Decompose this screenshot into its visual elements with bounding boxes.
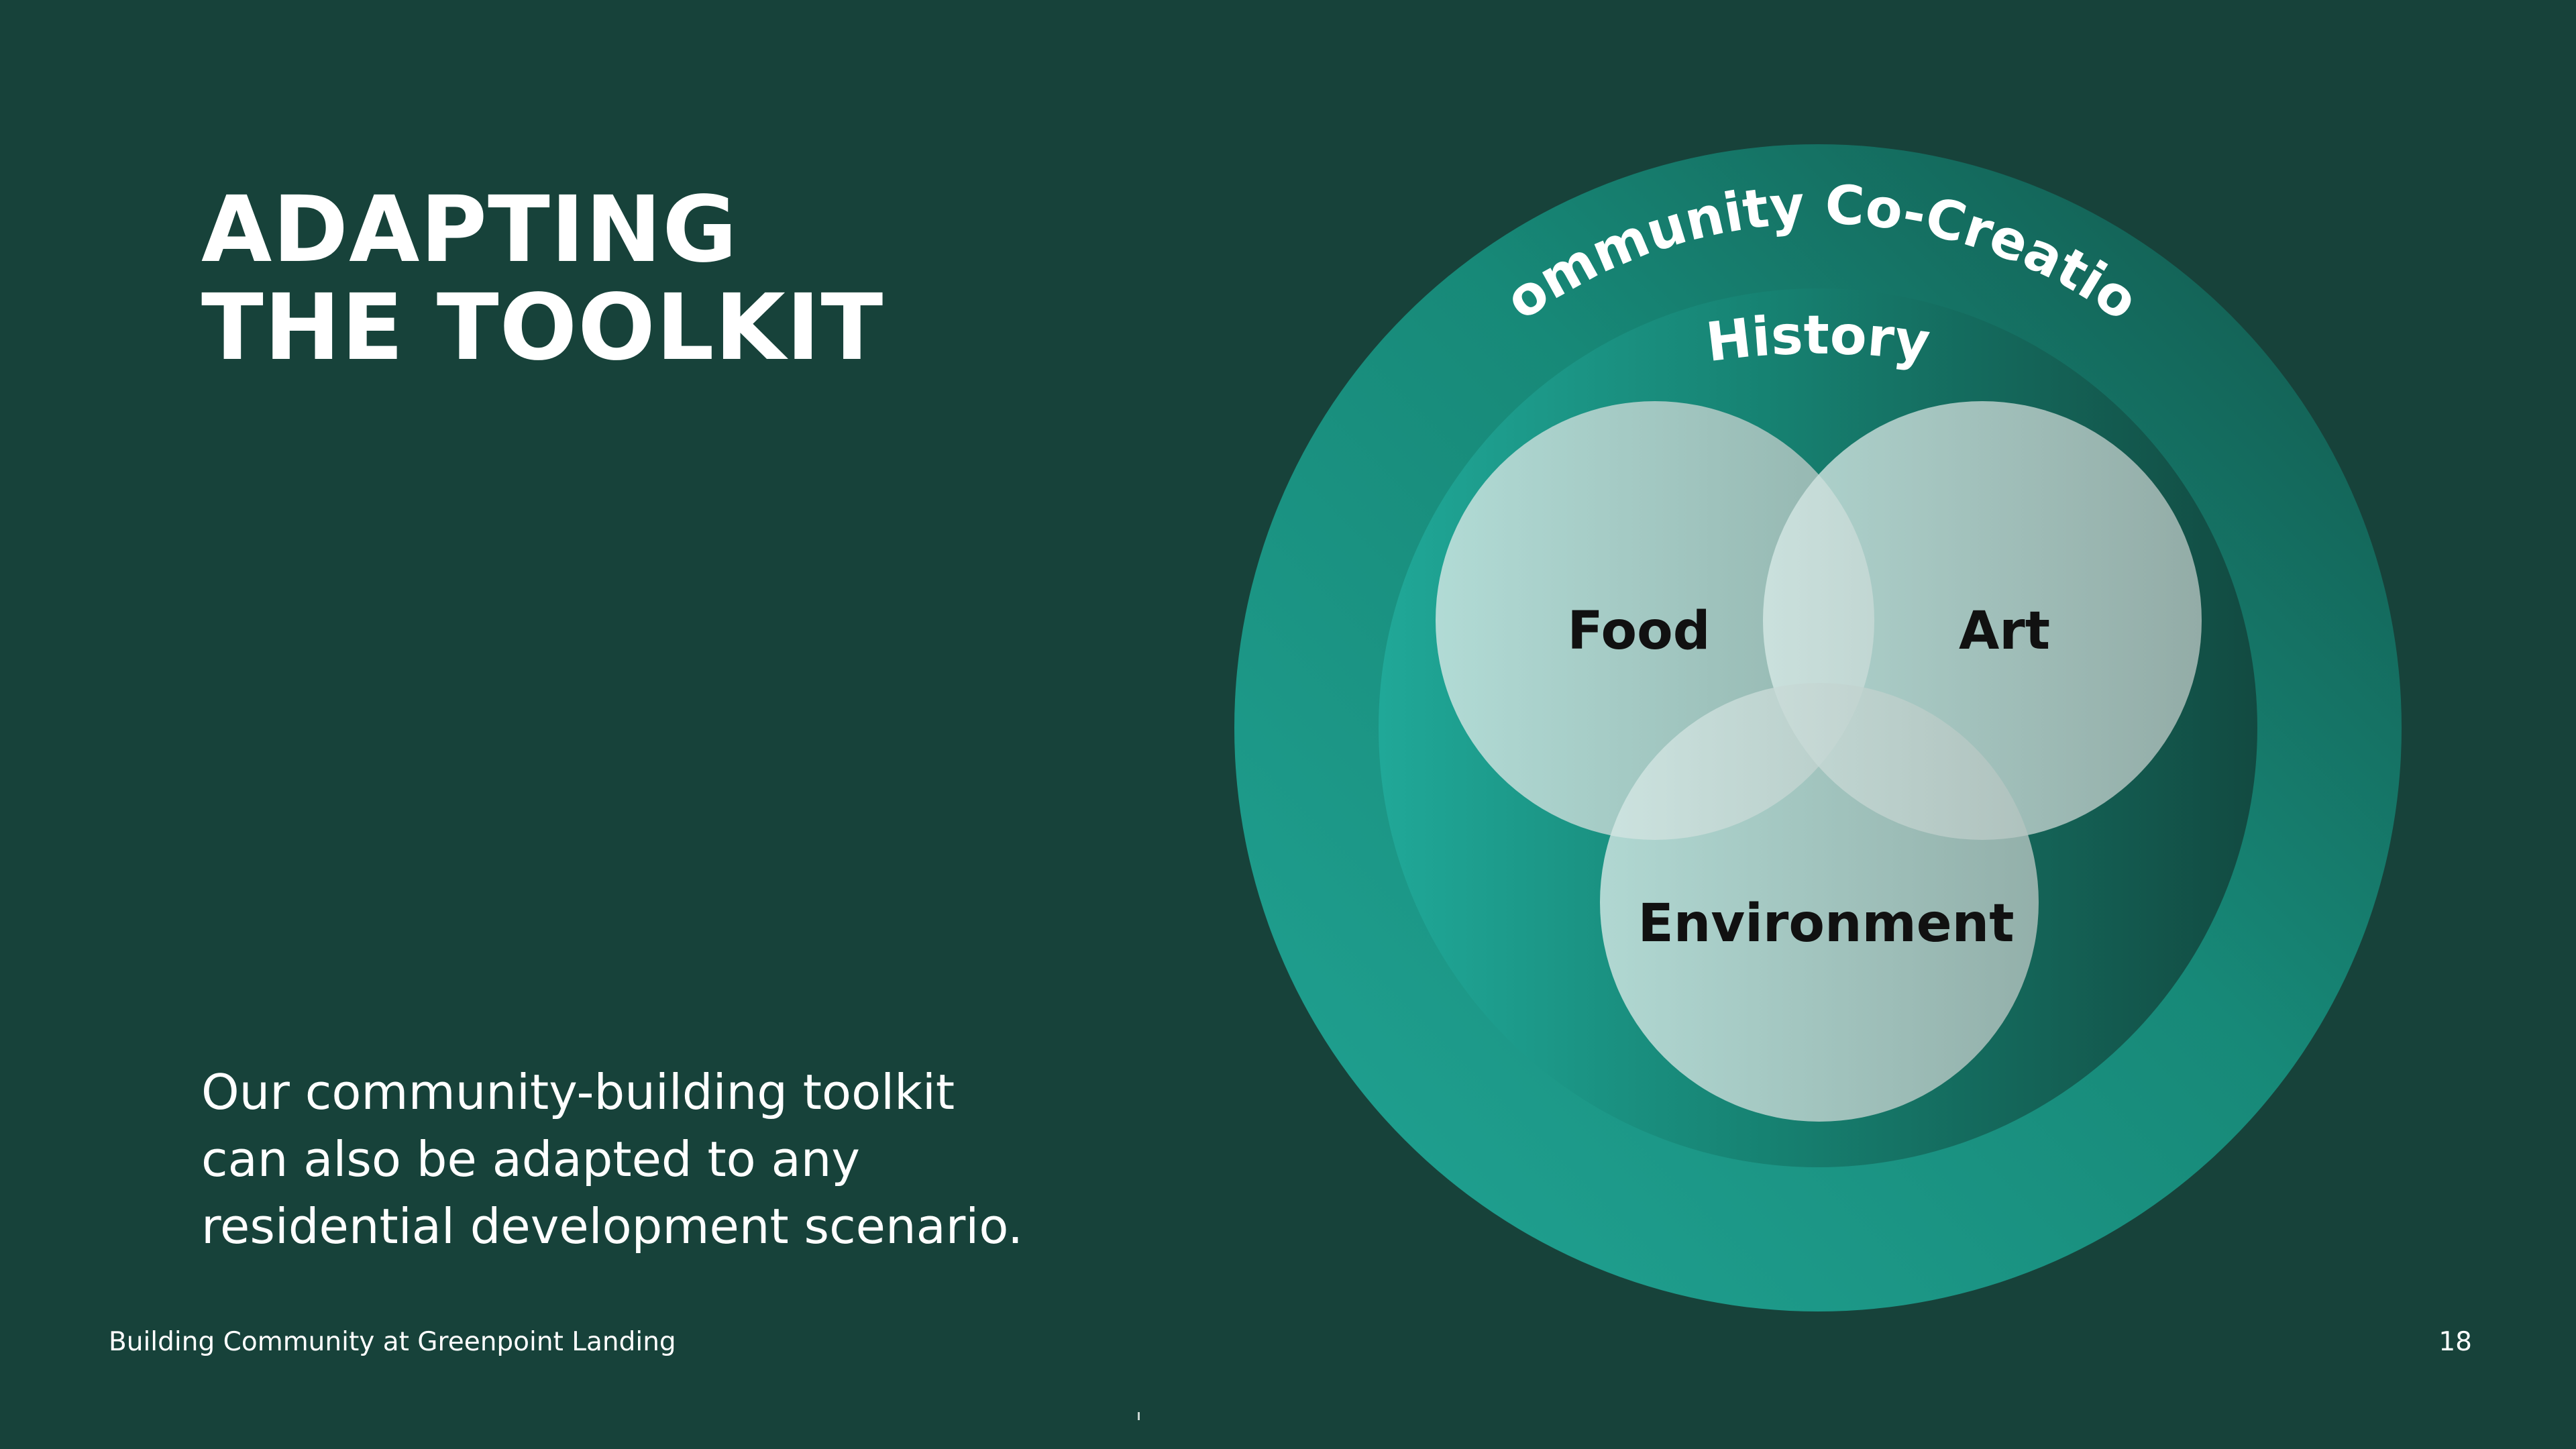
body-line-1: Our community-building toolkit <box>201 1064 955 1120</box>
body-text: Our community-building toolkit can also … <box>201 1059 1140 1260</box>
page-title: ADAPTING THE TOOLKIT <box>201 181 1208 377</box>
circle-environment <box>1600 683 2039 1122</box>
inner-ring-label: History <box>1703 304 1933 374</box>
venn-circles <box>1436 401 2202 1122</box>
label-environment: Environment <box>1638 894 2015 954</box>
label-food: Food <box>1567 601 1710 661</box>
title-line-1: ADAPTING <box>201 177 738 283</box>
page-number: 18 <box>2438 1327 2472 1357</box>
body-line-3: residential development scenario. <box>201 1198 1023 1254</box>
center-tick-mark <box>1138 1412 1140 1420</box>
inner-ring-label-text: History <box>1703 304 1933 374</box>
footer-title: Building Community at Greenpoint Landing <box>109 1327 676 1357</box>
label-art: Art <box>1959 601 2050 661</box>
title-line-2: THE TOOLKIT <box>201 275 884 381</box>
body-line-2: can also be adapted to any <box>201 1131 860 1187</box>
